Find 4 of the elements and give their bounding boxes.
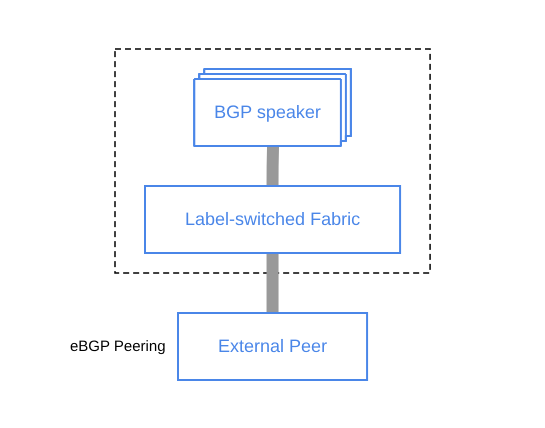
node-box: Label-switched Fabric [144,184,402,254]
node-caption: eBGP Peering [70,338,166,354]
cluster [114,48,431,274]
node-box: External Peer [176,312,368,380]
